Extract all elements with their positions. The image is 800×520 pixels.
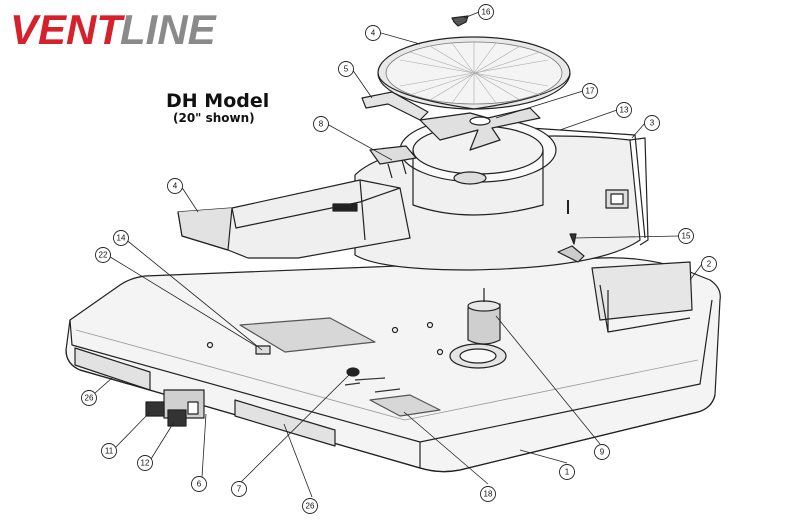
callout-circle — [338, 61, 354, 77]
callout-circle — [167, 178, 183, 194]
damper-bracket — [369, 145, 417, 179]
callout-number: 9 — [600, 448, 605, 457]
callout-circle — [231, 481, 247, 497]
callout-number: 11 — [105, 447, 114, 456]
callout-circle — [81, 390, 97, 406]
callout-number: 6 — [197, 480, 202, 489]
callout-circle — [101, 443, 117, 459]
callout-number: 5 — [344, 65, 349, 74]
callout-12: 12 — [137, 455, 153, 471]
callout-number: 17 — [586, 87, 595, 96]
callout-circle — [137, 455, 153, 471]
callout-1: 1 — [559, 464, 575, 480]
side-panel — [591, 261, 693, 333]
callout-number: 12 — [141, 459, 150, 468]
logo-line: LINE — [120, 6, 218, 52]
callout-circle — [113, 230, 129, 246]
callout-8: 8 — [313, 116, 329, 132]
callout-number: 1 — [565, 468, 570, 477]
callout-15: 15 — [678, 228, 694, 244]
callout-number: 8 — [319, 120, 324, 129]
callout-number: 14 — [117, 234, 126, 243]
callout-4: 4 — [365, 25, 381, 41]
ventline-logo: VENT LINE — [10, 6, 218, 52]
callout-number: 22 — [99, 251, 108, 260]
callout-13: 13 — [616, 102, 632, 118]
callout-circle — [644, 115, 660, 131]
callout-number: 18 — [484, 490, 493, 499]
callout-5: 5 — [338, 61, 354, 77]
callout-number: 26 — [306, 502, 315, 511]
callout-circle — [559, 464, 575, 480]
callout-circle — [582, 83, 598, 99]
callout-22: 22 — [95, 247, 111, 263]
callout-circle — [478, 4, 494, 20]
callout-circle — [678, 228, 694, 244]
callout-9: 9 — [594, 444, 610, 460]
duct-arm — [177, 179, 411, 259]
callout-circle — [191, 476, 207, 492]
mount-clip — [557, 233, 585, 263]
callout-number: 26 — [85, 394, 94, 403]
dome-cover — [377, 36, 571, 110]
callout-17: 17 — [582, 83, 598, 99]
callout-number: 13 — [620, 106, 629, 115]
callout-number: 15 — [682, 232, 691, 241]
callout-number: 4 — [371, 29, 376, 38]
callout-circle — [95, 247, 111, 263]
callout-circle — [313, 116, 329, 132]
fan-blade — [419, 107, 541, 151]
callout-4: 4 — [167, 178, 183, 194]
callout-26: 26 — [302, 498, 318, 514]
callout-number: 2 — [707, 260, 712, 269]
callout-7: 7 — [231, 481, 247, 497]
callout-number: 7 — [237, 485, 242, 494]
callout-26: 26 — [81, 390, 97, 406]
callout-number: 3 — [650, 119, 655, 128]
callout-number: 4 — [173, 182, 178, 191]
callout-circle — [616, 102, 632, 118]
model-subtitle: (20" shown) — [173, 111, 255, 125]
callout-11: 11 — [101, 443, 117, 459]
callout-circle — [302, 498, 318, 514]
callout-circle — [701, 256, 717, 272]
switch-assembly — [145, 389, 205, 427]
callout-3: 3 — [644, 115, 660, 131]
leader-lines — [94, 11, 703, 498]
callout-16: 16 — [478, 4, 494, 20]
callout-18: 18 — [480, 486, 496, 502]
model-title: DH Model — [166, 90, 270, 112]
motor — [467, 288, 501, 345]
callout-number: 16 — [482, 8, 491, 17]
callout-circle — [594, 444, 610, 460]
callout-circle — [365, 25, 381, 41]
callout-6: 6 — [191, 476, 207, 492]
screw — [451, 15, 469, 27]
callout-circle — [480, 486, 496, 502]
base-housing — [65, 257, 721, 473]
logo-vent: VENT — [10, 6, 125, 52]
callout-2: 2 — [701, 256, 717, 272]
callout-14: 14 — [113, 230, 129, 246]
